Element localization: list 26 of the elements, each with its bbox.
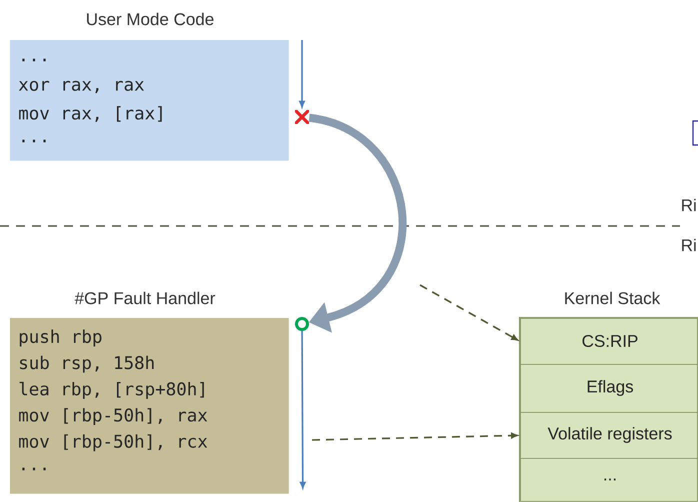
ring-label: Ri <box>682 238 696 252</box>
box-heading: Kernel Stack <box>565 292 660 304</box>
stack-cell: CS:RIP <box>520 318 698 365</box>
stack-cell: Volatile registers <box>520 412 698 459</box>
circle-mark <box>295 317 309 331</box>
ring-label: Ri <box>682 198 696 212</box>
arrow <box>300 330 306 488</box>
code-line: ... <box>22 58 46 62</box>
code-line: xor rax, rax <box>18 80 144 94</box>
stack-cell: Eflags <box>520 364 698 413</box>
box-heading: User Mode Code <box>87 12 214 26</box>
arrow <box>299 40 305 108</box>
code-line: mov [rbp-50h], rax <box>19 408 208 426</box>
code-line: sub rsp, 158h <box>20 356 154 373</box>
code-line: ... <box>22 468 46 470</box>
dashed-arrow <box>312 432 518 441</box>
cross-mark <box>295 110 309 124</box>
box-heading: #GP Fault Handler <box>74 292 216 304</box>
curved-arrow <box>308 114 406 333</box>
code-line: mov rax, [rax] <box>19 106 162 122</box>
code-line: ... <box>22 140 46 142</box>
code-line: lea rbp, [rsp+80h] <box>20 382 204 399</box>
dashed-arrow <box>420 284 518 341</box>
code-line: push rbp <box>20 330 102 346</box>
code-line: mov [rbp-50h], rcx <box>19 434 208 452</box>
stack-cell: ... <box>520 458 698 502</box>
